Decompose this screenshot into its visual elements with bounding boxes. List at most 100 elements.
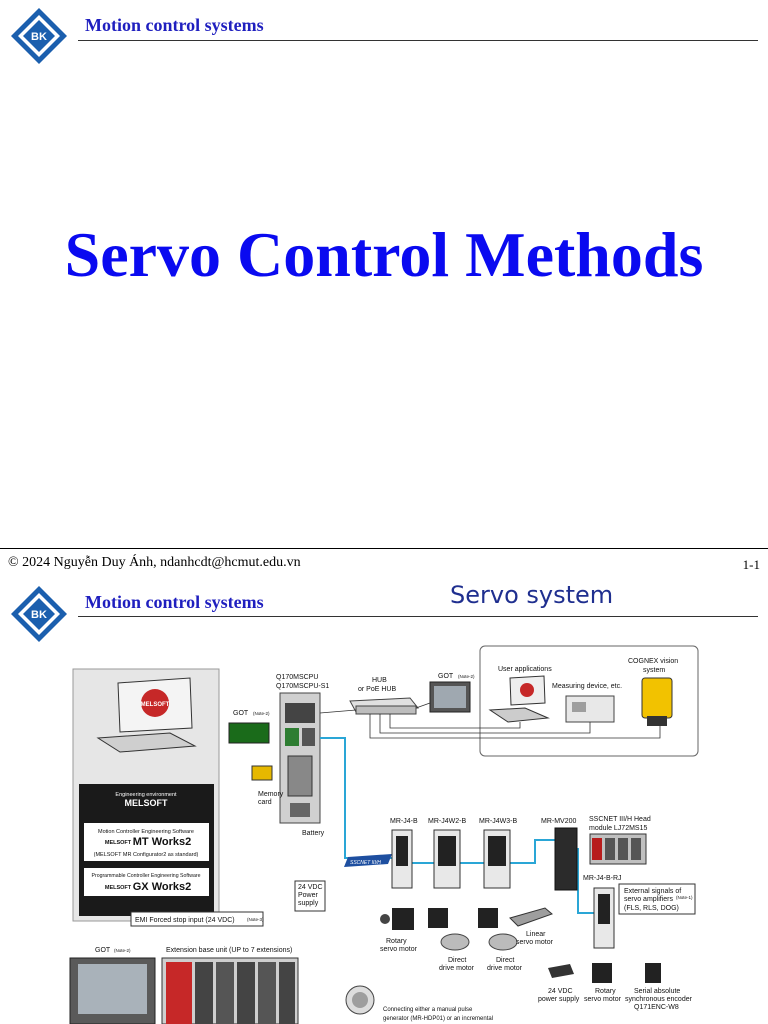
direct-drive-1-label-b: drive motor <box>439 965 475 972</box>
got-bottom-note: (Note-2) <box>114 948 131 953</box>
power-24-box <box>294 880 326 912</box>
power-24-label-3: supply <box>298 900 319 907</box>
manual-pulse-label-2: generator (MR-HDP01) or an incremental <box>383 1016 493 1022</box>
mt-works-desc: Motion Controller Engineering Software <box>98 829 194 835</box>
bk-logo-icon: BK <box>11 586 67 642</box>
ext-signals-box <box>618 883 696 915</box>
mt-works-box <box>84 823 209 861</box>
linear-motor-icon <box>509 907 553 927</box>
cpu-label-2: Q170MSCPU-S1 <box>276 683 329 690</box>
serial-encoder-label-2: synchronous encoder <box>625 996 693 1003</box>
engineering-env-label: Engineering environment <box>115 792 177 798</box>
manual-pulse-generator-icon <box>345 985 375 1015</box>
mt-works-name: MT Works2 <box>133 836 191 848</box>
ext-signals-1: External signals of <box>624 888 681 895</box>
laptop-icon: MELSOFT <box>96 677 197 753</box>
cognex-label-1: COGNEX vision <box>628 658 678 665</box>
hub-label-1: HUB <box>372 677 387 684</box>
engineering-env-name: MELSOFT <box>125 798 168 808</box>
got-right-note: (Note-2) <box>458 674 475 679</box>
hub-label-2: or PoE HUB <box>358 686 396 693</box>
power-supply-icon <box>548 964 574 978</box>
ext-signals-2: servo amplifiers <box>624 896 674 903</box>
rotary-motor-b-label-2: servo motor <box>584 996 622 1003</box>
ext-base-label: Extension base unit (UP to 7 extensions) <box>166 947 292 954</box>
got-right-label: GOT <box>438 673 454 680</box>
emi-box <box>130 911 264 927</box>
amp-1-unit <box>391 829 413 889</box>
header-rule <box>78 40 758 41</box>
power-24-label-2: Power <box>298 892 319 899</box>
mt-works-prefix: MELSOFT <box>105 840 132 846</box>
mv200-unit <box>554 827 578 891</box>
direct-drive-motor-1-icon <box>428 908 470 951</box>
ethernet-lines <box>319 702 661 739</box>
amp-1-label: MR-J4-B <box>390 818 418 825</box>
linear-motor-label-2: servo motor <box>516 939 554 946</box>
rotary-motor-b-label-1: Rotary <box>595 988 616 995</box>
gx-works-desc: Programmable Controller Engineering Soft… <box>92 873 201 879</box>
header-title: Motion control systems <box>85 592 264 612</box>
direct-drive-motor-2-icon <box>478 908 518 951</box>
amp-3-label: MR-J4W3-B <box>479 818 517 825</box>
servo-system-diagram: MELSOFT Engineering environment MELSOFT … <box>69 645 699 1024</box>
footer-copyright: © 2024 Nguyễn Duy Ánh, ndanhcdt@hcmut.ed… <box>8 555 301 570</box>
amp-2-unit <box>433 829 461 889</box>
vdc-power-label-1: 24 VDC <box>548 988 573 995</box>
user-laptop-icon <box>488 675 550 723</box>
serial-encoder-label-1: Serial absolute <box>634 988 680 995</box>
measuring-label: Measuring device, etc. <box>552 683 622 690</box>
logo-text: BK <box>31 31 47 43</box>
logo-text: BK <box>31 609 47 621</box>
serial-encoder-label-3: Q171ENC-W8 <box>634 1004 679 1011</box>
sscnet-badge-text: SSCNET III/H <box>350 860 381 866</box>
mv200-label: MR-MV200 <box>541 818 577 825</box>
sscnet-head-label-1: SSCNET III/H Head <box>589 816 651 823</box>
gx-works-name: GX Works2 <box>133 881 192 893</box>
emi-label: EMI Forced stop input (24 VDC) <box>135 917 235 924</box>
user-apps-label: User applications <box>498 666 552 673</box>
ext-signals-3: (FLS, RLS, DOG) <box>624 905 679 912</box>
rotary-motor-icon <box>380 908 414 930</box>
footer-page-number: 1-1 <box>742 557 760 572</box>
bk-logo-icon: BK <box>11 8 67 64</box>
power-24-label-1: 24 VDC <box>298 884 323 891</box>
sscnet-badge-icon: SSCNET III/H <box>344 854 392 867</box>
linear-motor-label-1: Linear <box>526 931 546 938</box>
motion-cpu-unit <box>279 692 321 824</box>
hub-icon <box>349 697 419 715</box>
got-top-note: (Note-2) <box>253 711 270 716</box>
slide-2: BK Motion control systems Servo system M… <box>0 578 768 1024</box>
memory-card-icon <box>251 765 273 781</box>
direct-drive-1-label-a: Direct <box>448 957 466 964</box>
amp-3-unit <box>483 829 511 889</box>
direct-drive-2-label-b: drive motor <box>487 965 523 972</box>
memory-card-label-2: card <box>258 799 272 806</box>
serial-encoder-icon <box>645 963 661 983</box>
emi-note: (Note-3) <box>247 917 264 922</box>
gx-works-prefix: MELSOFT <box>105 885 132 891</box>
cognex-label-2: system <box>643 667 665 674</box>
header-rule <box>78 616 758 617</box>
got-top-label: GOT <box>233 710 249 717</box>
mt-works-note: (MELSOFT MR Configurator2 as standard) <box>94 852 199 858</box>
sscnet-head-label-2: module LJ72MS15 <box>589 825 647 832</box>
got-small-display <box>228 722 270 744</box>
slide-main-title: Servo Control Methods <box>64 219 704 290</box>
battery-label: Battery <box>302 830 325 837</box>
amp-rj-label: MR-J4-B-RJ <box>583 875 622 882</box>
rotary-motor-b-icon <box>592 963 612 983</box>
direct-drive-2-label-a: Direct <box>496 957 514 964</box>
slide-footer: © 2024 Nguyễn Duy Ánh, ndanhcdt@hcmut.ed… <box>0 548 768 579</box>
slide-title: Servo system <box>450 581 614 609</box>
got-bottom-display <box>69 957 156 1024</box>
vdc-power-label-2: power supply <box>538 996 580 1003</box>
cpu-label-1: Q170MSCPU <box>276 674 318 681</box>
rotary-motor-label-1: Rotary <box>386 938 407 945</box>
got-bottom-label: GOT <box>95 947 111 954</box>
sscnet-head-module <box>589 833 647 865</box>
extension-base-unit <box>161 957 299 1024</box>
amp-2-label: MR-J4W2-B <box>428 818 466 825</box>
cognex-camera-icon <box>641 677 673 726</box>
header-title: Motion control systems <box>85 15 264 35</box>
